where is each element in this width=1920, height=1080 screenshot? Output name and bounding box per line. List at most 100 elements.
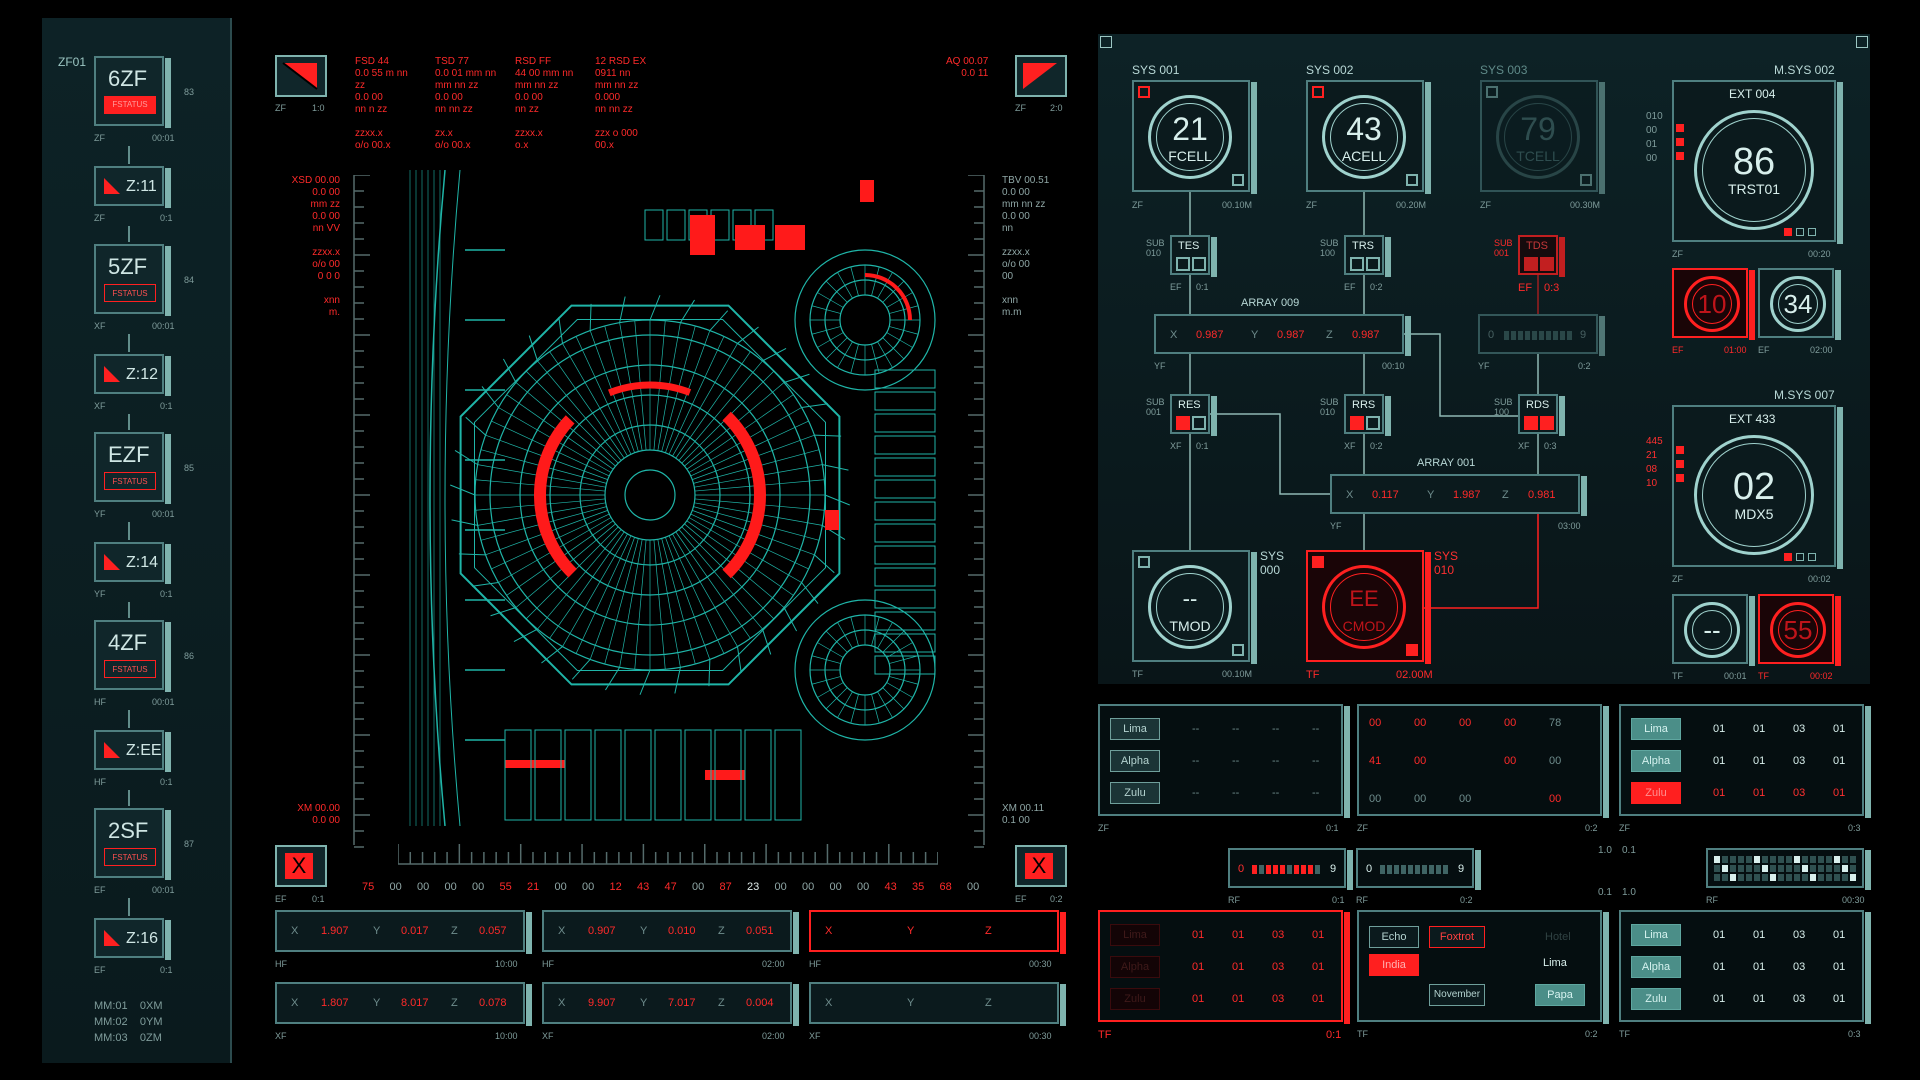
z-button[interactable]: Z:16 <box>94 918 171 960</box>
mid-value: 0.1 <box>1622 845 1636 856</box>
time: 00.30M <box>1570 200 1601 210</box>
time: 00:02 <box>1810 671 1833 681</box>
time: 0:1 <box>1332 895 1345 905</box>
z-button[interactable]: Z:EE <box>94 730 171 772</box>
y-label: Y <box>640 925 648 937</box>
name-button[interactable]: Lima <box>1110 718 1160 740</box>
tag: ZF <box>1098 823 1109 833</box>
foxtrot-button[interactable]: Foxtrot <box>1429 926 1485 948</box>
name-button[interactable]: Lima <box>1631 924 1681 946</box>
sub-node[interactable]: TRS <box>1344 235 1391 277</box>
sidebar-footer: MM:01 0XM MM:02 0YM MM:03 0ZM <box>94 1000 163 1044</box>
mod-code: 010 <box>1434 563 1455 577</box>
z-button[interactable]: Z:14 <box>94 542 171 584</box>
sub-code: 100 <box>1494 407 1510 417</box>
name-button[interactable]: Zulu <box>1110 988 1160 1010</box>
name-button[interactable]: Lima <box>1110 924 1160 946</box>
name-button[interactable]: Alpha <box>1110 750 1160 772</box>
z-label: Z <box>985 925 992 937</box>
gauge-value: 10 <box>1697 289 1727 319</box>
sub-label: TES <box>1178 240 1200 252</box>
x-label: X <box>558 925 566 937</box>
name-button[interactable]: Alpha <box>1631 956 1681 978</box>
sub-node[interactable]: RES <box>1170 394 1217 436</box>
side-value: 10 <box>1646 478 1658 489</box>
mini-gauge[interactable]: -- <box>1672 594 1755 666</box>
gauge-ring-inner <box>1702 443 1806 547</box>
scale-value: 23 <box>747 881 760 893</box>
mod-gauge[interactable]: --TMOD <box>1132 550 1257 664</box>
gauge-ring <box>1694 435 1814 555</box>
cell: 01 <box>1312 993 1325 1005</box>
name-button[interactable]: Zulu <box>1110 782 1160 804</box>
zone-number: 86 <box>184 651 195 661</box>
tag: EF <box>1518 282 1533 294</box>
sub-node[interactable]: TES <box>1170 235 1217 277</box>
zone-label: EZF <box>108 442 150 467</box>
cell: 01 <box>1833 787 1846 799</box>
november-button[interactable]: November <box>1429 984 1485 1006</box>
india-button[interactable]: India <box>1369 954 1419 976</box>
z-tag: EF <box>94 965 106 975</box>
name-button[interactable]: Lima <box>1631 718 1681 740</box>
z-label: Z:12 <box>126 366 159 383</box>
sub-node[interactable]: TDS <box>1518 235 1565 277</box>
gauge-ring <box>1770 276 1826 332</box>
flag-icon <box>104 178 120 194</box>
mini-gauge[interactable]: 10 <box>1672 268 1755 340</box>
echo-button[interactable]: Echo <box>1369 926 1419 948</box>
mini-gauge[interactable]: 34 <box>1758 268 1841 340</box>
close-button-right[interactable]: X <box>1015 845 1067 887</box>
corner-button-right[interactable] <box>1015 55 1067 97</box>
gauge-label: TRST01 <box>1727 181 1781 197</box>
mid-value: 0.1 <box>1598 887 1612 898</box>
sidebar-title: ZF01 <box>58 55 87 69</box>
name-button[interactable]: Alpha <box>1631 750 1681 772</box>
close-button-left[interactable]: X <box>275 845 327 887</box>
z-button[interactable]: Z:11 <box>94 166 171 208</box>
sub-node[interactable]: RDS <box>1518 394 1565 436</box>
mod-side: SYS <box>1434 549 1459 563</box>
name-button[interactable]: Zulu <box>1631 988 1681 1010</box>
papa-button[interactable]: Papa <box>1535 984 1585 1006</box>
sub-node[interactable]: RRS <box>1344 394 1391 436</box>
time: 0:2 <box>1460 895 1473 905</box>
name-button[interactable]: Zulu <box>1631 782 1681 804</box>
corner-button-left[interactable] <box>275 55 327 97</box>
cell: 01 <box>1192 993 1205 1005</box>
z-button[interactable]: Z:12 <box>94 354 171 396</box>
name-button[interactable]: Alpha <box>1110 956 1160 978</box>
grid-indicator[interactable] <box>1706 848 1871 890</box>
cell: 01 <box>1312 961 1325 973</box>
mini-gauge[interactable]: 55 <box>1758 594 1841 666</box>
